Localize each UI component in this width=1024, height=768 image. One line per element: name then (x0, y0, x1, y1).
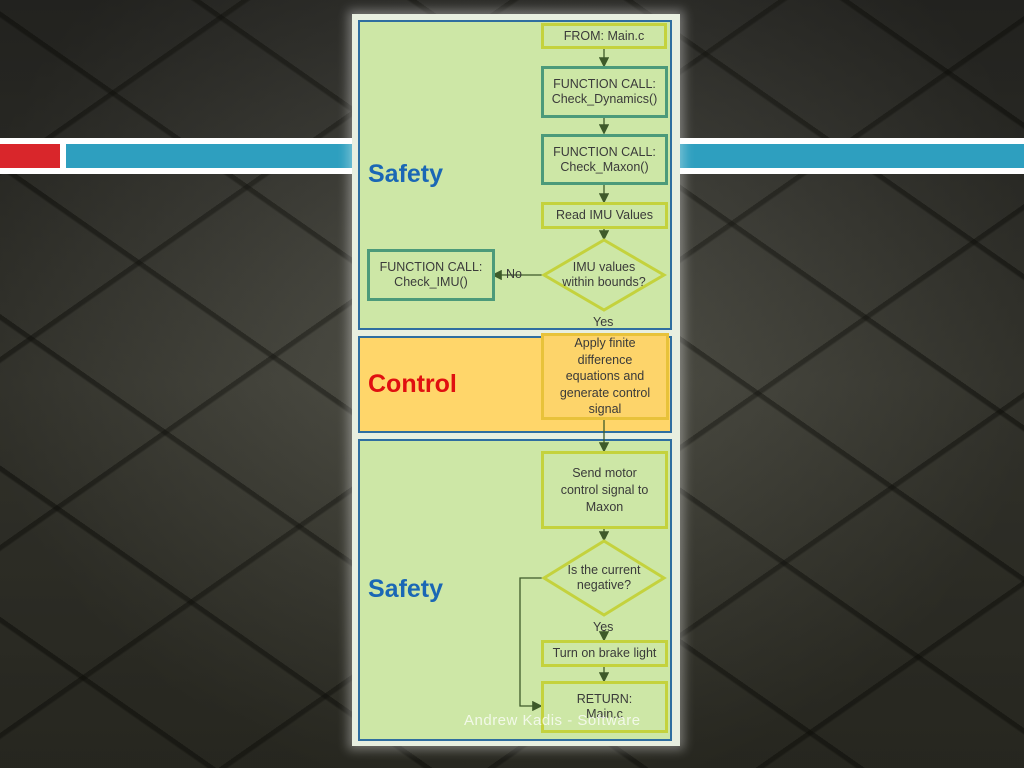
section-label-safety-top: Safety (368, 160, 444, 188)
node-send-motor: Send motor control signal to Maxon (541, 451, 668, 529)
footer-author: Andrew Kadis - Software (464, 712, 641, 729)
edge-label-yes-imu: Yes (593, 315, 614, 329)
node-imu-bounds-text: IMU values within bounds? (562, 260, 646, 289)
edge-label-yes-current: Yes (593, 620, 614, 634)
node-from-main: FROM: Main.c (541, 23, 667, 49)
flow-connectors (491, 48, 667, 712)
flowchart-panel: Safety Control Safety FROM: Main.c FUNCT… (352, 14, 680, 746)
edge-label-no: No (506, 267, 522, 281)
node-brake-light: Turn on brake light (541, 640, 668, 667)
decision-current-negative (541, 539, 667, 617)
node-read-imu: Read IMU Values (541, 202, 668, 229)
node-current-negative-text: Is the current negative? (567, 563, 641, 592)
node-call-imu: FUNCTION CALL: Check_IMU() (367, 249, 495, 301)
section-label-control: Control (368, 370, 457, 398)
node-call-maxon: FUNCTION CALL: Check_Maxon() (541, 134, 668, 185)
decision-imu-bounds (541, 238, 667, 312)
node-return-main: RETURN: Main.c (541, 681, 668, 733)
section-label-safety-bottom: Safety (368, 575, 444, 603)
node-apply-finite: Apply finite difference equations and ge… (541, 333, 669, 420)
node-call-dynamics: FUNCTION CALL: Check_Dynamics() (541, 66, 668, 118)
header-accent-red (0, 144, 60, 168)
